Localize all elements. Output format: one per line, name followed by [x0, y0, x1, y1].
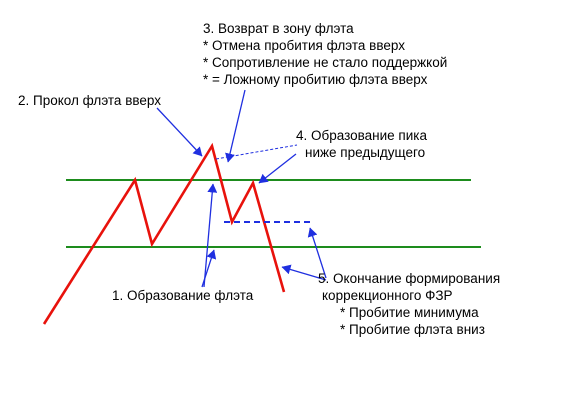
- label-line: ниже предыдущего: [305, 145, 426, 160]
- label-flat-formation: 1. Образование флэта: [112, 287, 253, 304]
- label-line: * = Ложному пробитию флэта вверх: [203, 72, 428, 87]
- arrow-flat-1a: [201, 249, 217, 288]
- label-lower-peak: 4. Образование пика ниже предыдущего: [296, 127, 427, 161]
- label-line: 3. Возврат в зону флэта: [203, 21, 354, 36]
- label-line: 5. Окончание формирования: [318, 271, 501, 286]
- label-line: * Пробитие флэта вниз: [340, 322, 485, 337]
- label-line: 2. Прокол флэта вверх: [18, 93, 162, 108]
- price-line: [42, 142, 286, 325]
- label-breakout-up: 2. Прокол флэта вверх: [18, 92, 161, 109]
- label-correction-end: 5. Окончание формирования коррекционного…: [318, 270, 500, 338]
- label-line: * Сопротивление не стало поддержкой: [203, 55, 448, 70]
- label-return-to-flat: 3. Возврат в зону флэта * Отмена пробити…: [203, 20, 447, 88]
- arrow-lower-peak: [258, 153, 297, 184]
- arrow-min-break: [307, 227, 327, 279]
- label-line: коррекционного ФЗР: [322, 288, 453, 303]
- arrow-breakout-up: [156, 107, 203, 157]
- dashed-peak-connector: [215, 144, 298, 160]
- arrow-return-to-flat: [225, 89, 246, 163]
- arrow-flat-break-down: [281, 264, 327, 281]
- label-line: 1. Образование флэта: [112, 288, 254, 303]
- label-line: 4. Образование пика: [296, 128, 427, 143]
- arrow-flat-1b: [203, 183, 218, 288]
- label-line: * Отмена пробития флэта вверх: [203, 38, 405, 53]
- label-line: * Пробитие минимума: [340, 305, 479, 320]
